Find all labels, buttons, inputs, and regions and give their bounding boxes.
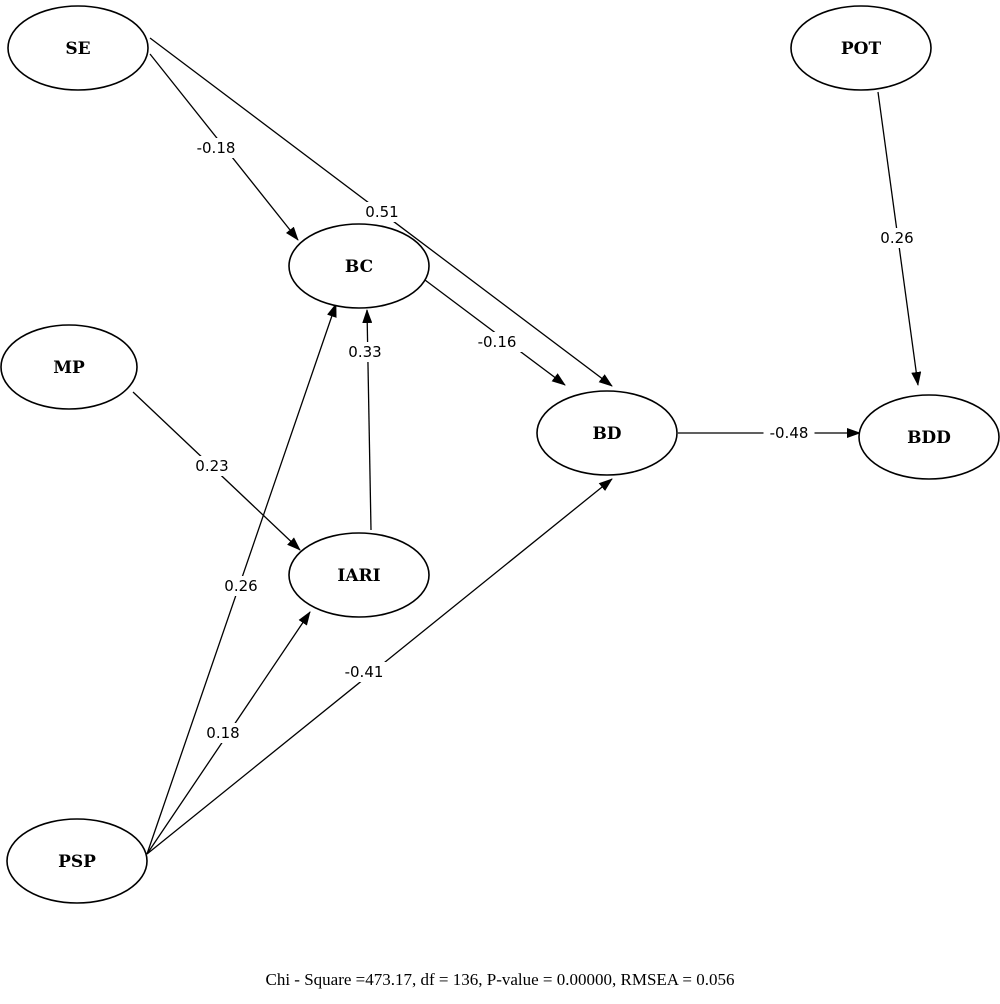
node-ellipse [288,532,430,618]
node-bc: BC [288,223,430,309]
edge-bd-to-bdd-coefficient: -0.48 [763,423,815,443]
coefficient-background [876,228,918,248]
coefficient-background [471,332,523,352]
node-bdd: BDD [858,394,1000,480]
coefficient-label: -0.48 [770,424,809,442]
node-ellipse [536,390,678,476]
node-ellipse [288,223,430,309]
node-ellipse [6,818,148,904]
node-iari: IARI [288,532,430,618]
coefficient-background [338,662,390,682]
fit-statistics: Chi - Square =473.17, df = 136, P-value … [265,970,735,989]
node-ellipse [858,394,1000,480]
coefficient-label: -0.18 [197,139,236,157]
node-se: SE [7,5,149,91]
edge-psp-to-bd-coefficient: -0.41 [338,662,390,682]
coefficient-label: 0.33 [348,343,381,361]
edge-mp-to-iari-coefficient: 0.23 [191,456,233,476]
edge-se-to-bd-coefficient: 0.51 [361,202,403,222]
edge-iari-to-bc-coefficient: 0.33 [344,342,386,362]
edge-pot-to-bdd-coefficient: 0.26 [876,228,918,248]
node-label: SE [65,39,90,59]
edge-se-to-bc-coefficient: -0.18 [190,138,242,158]
coefficient-label: 0.23 [195,457,228,475]
coefficient-background [344,342,386,362]
node-label: POT [841,39,882,59]
coefficient-label: 0.51 [365,203,398,221]
coefficient-background [361,202,403,222]
coefficient-background [763,423,815,443]
node-bd: BD [536,390,678,476]
coefficient-label: 0.26 [880,229,913,247]
coefficient-label: 0.18 [206,724,239,742]
node-label: BC [345,257,373,277]
node-label: BDD [907,428,951,448]
node-ellipse [7,5,149,91]
edge-psp-to-iari-coefficient: 0.18 [202,723,244,743]
coefficient-background [190,138,242,158]
node-ellipse [0,324,138,410]
edge-bc-to-bd-coefficient: -0.16 [471,332,523,352]
node-label: PSP [58,852,96,872]
node-ellipse [790,5,932,91]
coefficient-background [202,723,244,743]
coefficient-label: -0.16 [478,333,517,351]
edge-psp-to-bc-coefficient: 0.26 [220,576,262,596]
node-mp: MP [0,324,138,410]
coefficient-label: -0.41 [345,663,384,681]
node-psp: PSP [6,818,148,904]
node-pot: POT [790,5,932,91]
node-label: BD [592,424,621,444]
coefficient-background [220,576,262,596]
coefficient-background [191,456,233,476]
node-label: MP [53,358,85,378]
coefficient-label: 0.26 [224,577,257,595]
node-label: IARI [337,566,380,586]
